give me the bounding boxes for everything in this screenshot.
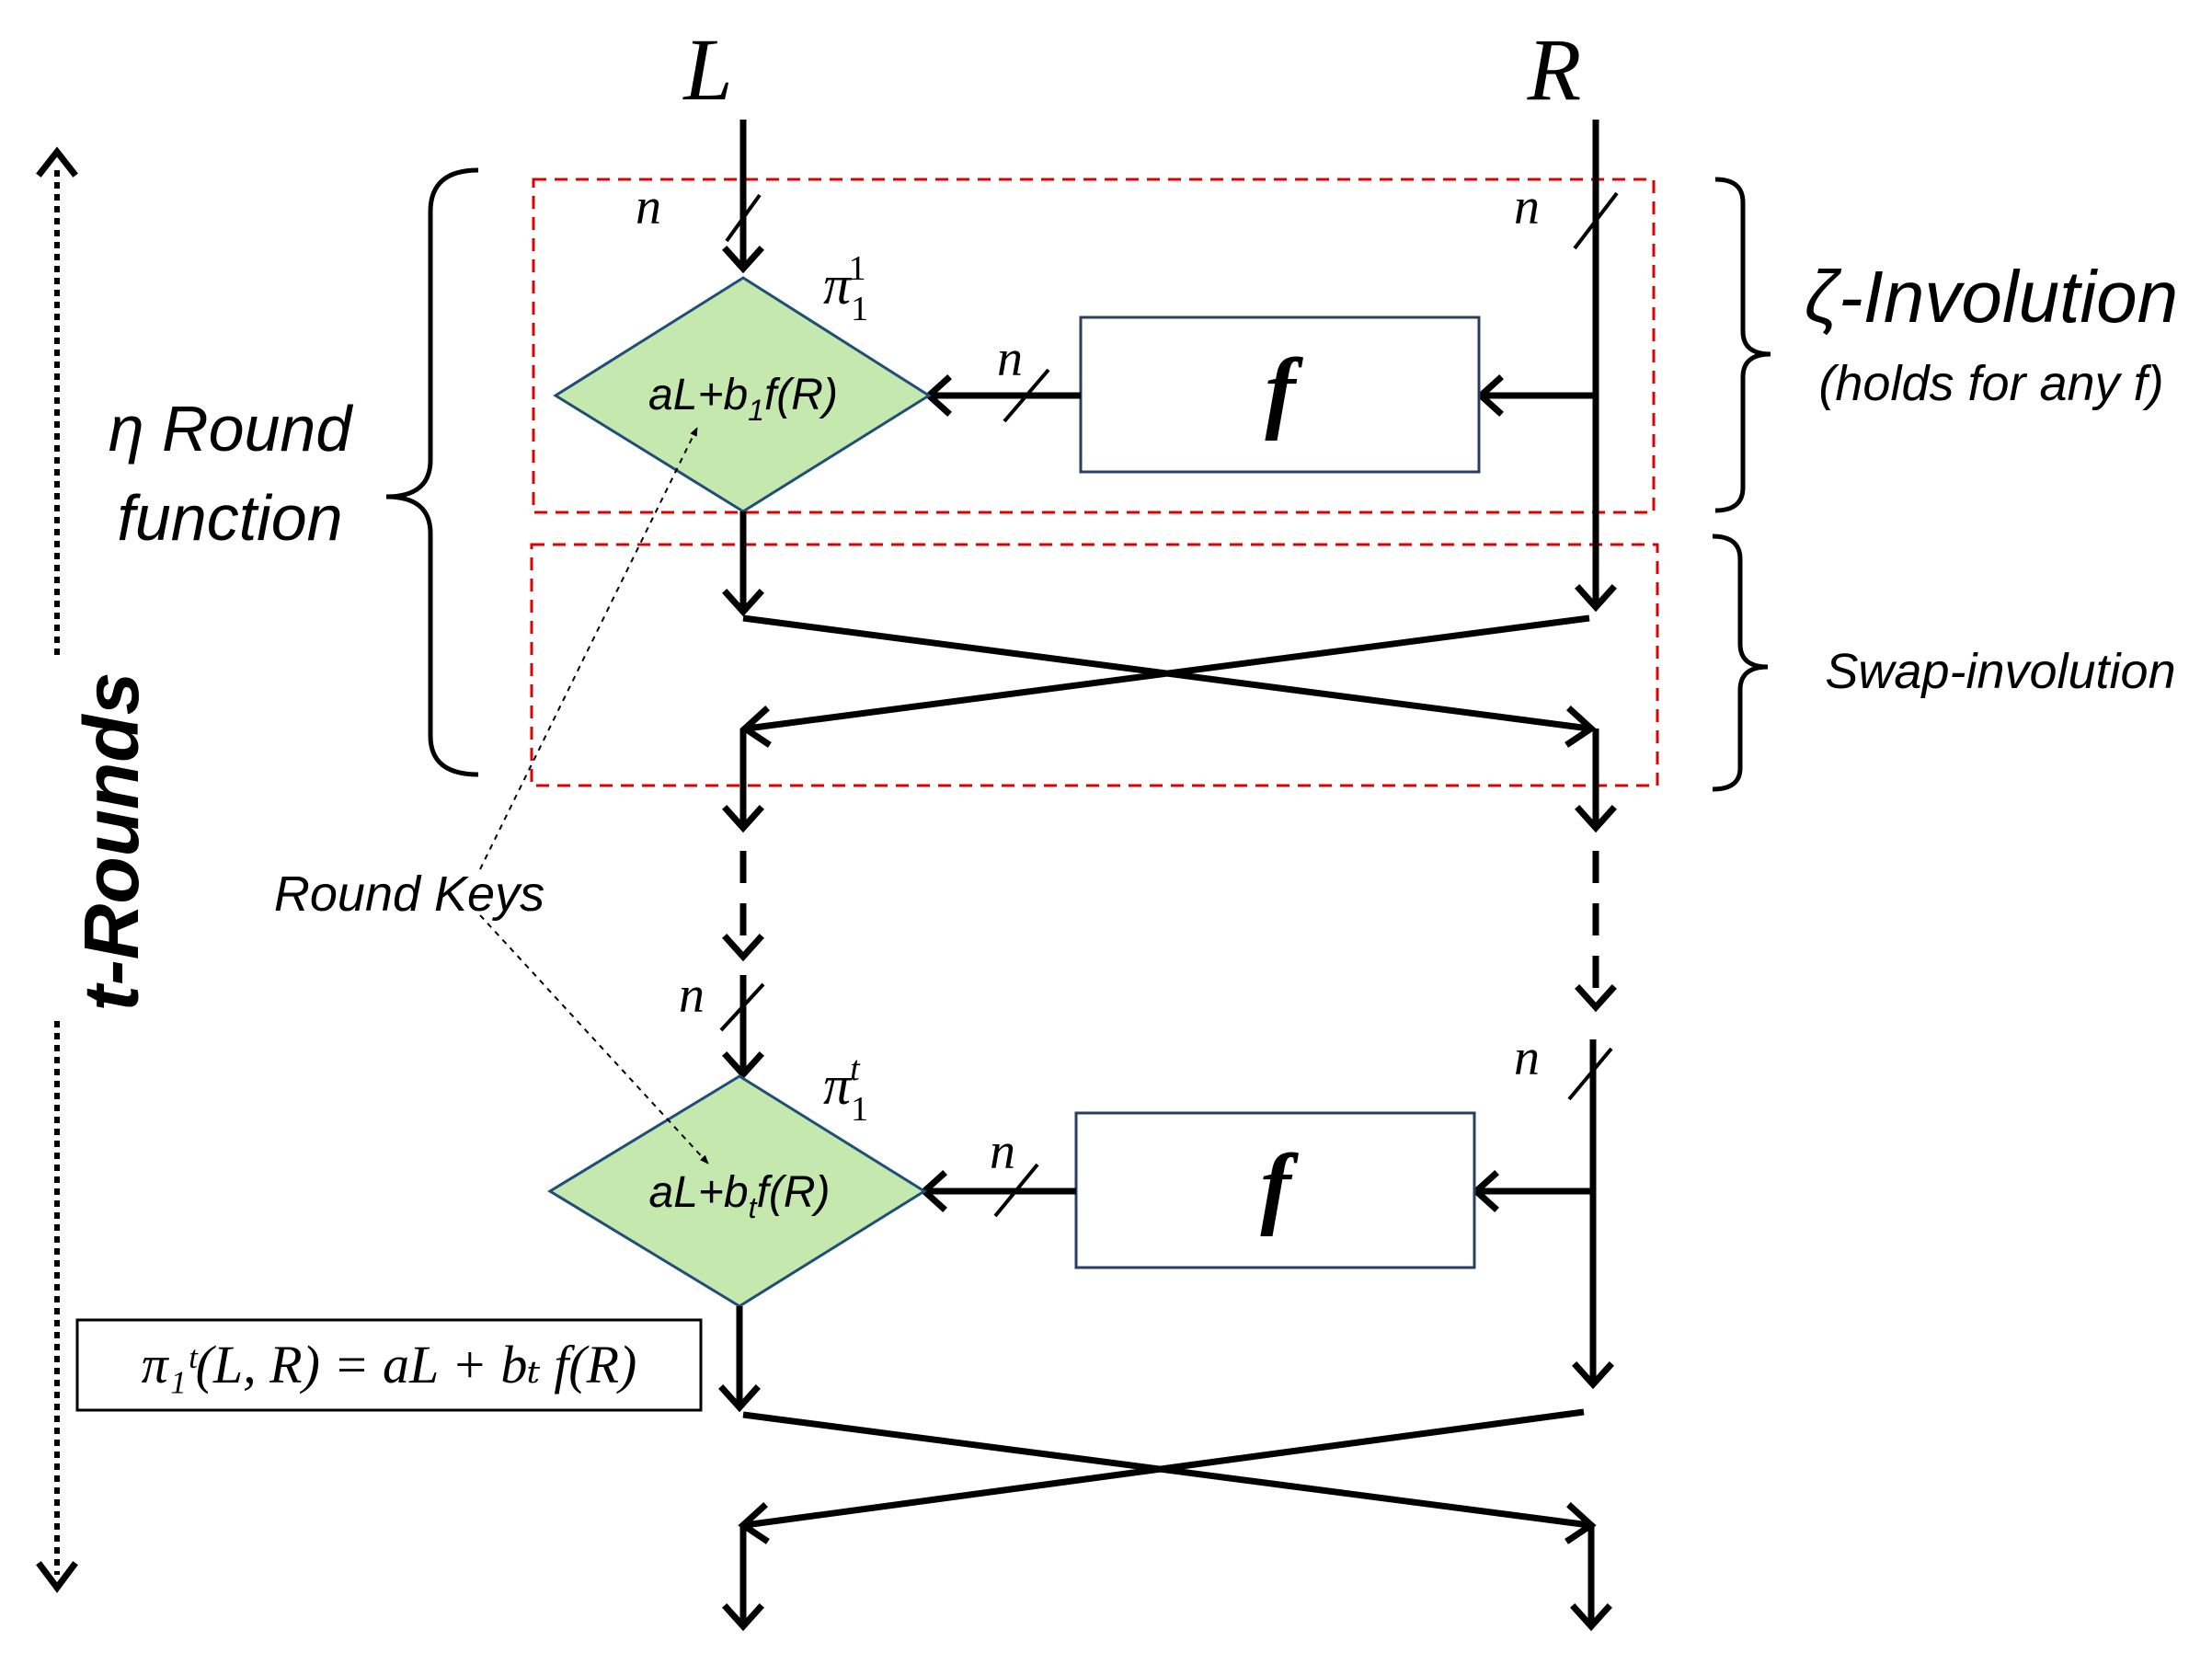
formula-box: [75, 1318, 703, 1412]
f-width-label-rt: n: [990, 1123, 1015, 1180]
eta-round-label-line2: function: [117, 482, 342, 554]
right-width-label-rt: n: [1514, 1029, 1540, 1086]
f-box-round-t: [1074, 1111, 1476, 1269]
formula-text: π₁ᵗ(L, R) = aL + bₜ f(R): [142, 1335, 637, 1394]
f-box-round1: [1079, 316, 1481, 474]
swap-involution-brace: [1712, 534, 1769, 792]
left-width-slash: [725, 193, 762, 243]
swap-line-right-to-left-rt: [744, 1408, 1585, 1529]
right-input-arrowhead-rt: [1572, 1361, 1614, 1390]
right-width-slash-rt: [1567, 1047, 1613, 1101]
round-function-brace: [385, 167, 479, 777]
f-width-slash: [1003, 368, 1050, 423]
swap-arrowhead-right: [1564, 706, 1597, 748]
f-width-label: n: [997, 330, 1023, 387]
pi-label-round1: π11: [823, 249, 867, 328]
left-input-arrowhead: [722, 246, 764, 274]
right-width-label: n: [1514, 178, 1540, 235]
round-key-arrow-1: [479, 427, 698, 870]
t-rounds-down-arrowhead: [36, 1561, 78, 1593]
left-width-slash-rt: [719, 982, 765, 1032]
left-continuation-arrowhead: [722, 934, 764, 962]
left-width-label-rt: n: [679, 967, 705, 1024]
round-keys-label: Round Keys: [274, 866, 544, 922]
zeta-involution-brace: [1714, 177, 1771, 513]
zeta-involution-box: [532, 178, 1656, 514]
zeta-involution-label: ζ-Involution: [1805, 256, 2178, 338]
swap-line-right-to-left: [746, 614, 1590, 732]
right-input-arrowhead: [1575, 584, 1617, 613]
input-label-right: R: [1527, 20, 1582, 119]
left-mid-arrowhead: [722, 589, 764, 617]
pi-label-round-t: π1t: [823, 1050, 868, 1129]
eta-round-label-line1: η Round: [109, 393, 354, 465]
f-width-slash-rt: [993, 1163, 1039, 1218]
left-mid-arrowhead-rt: [718, 1384, 761, 1413]
t-rounds-up-arrowhead: [36, 146, 78, 178]
left-out-arrowhead-r1: [722, 805, 764, 833]
round-key-arrow-t: [479, 914, 709, 1165]
right-width-slash: [1573, 191, 1619, 250]
holds-for-any-f-label: (holds for any f): [1818, 356, 2163, 411]
diamond-label-round-t: aL+btf(R): [649, 1168, 831, 1224]
swap-involution-box: [530, 543, 1659, 787]
swap-involution-label: Swap-involution: [1825, 644, 2175, 699]
r-to-f-arrowhead-rt: [1471, 1170, 1499, 1212]
right-final-arrowhead: [1570, 1603, 1612, 1632]
right-continuation-arrowhead: [1575, 984, 1617, 1013]
r-to-f-arrowhead: [1475, 374, 1504, 417]
input-label-left: L: [682, 20, 732, 119]
left-final-arrowhead: [722, 1603, 764, 1632]
left-width-label: n: [636, 178, 661, 235]
diamond-label-round1: aL+b1f(R): [648, 371, 838, 427]
t-rounds-label: t-Rounds: [68, 672, 155, 1012]
left-input-arrowhead-rt: [722, 1051, 764, 1080]
right-out-arrowhead-r1: [1575, 805, 1617, 833]
